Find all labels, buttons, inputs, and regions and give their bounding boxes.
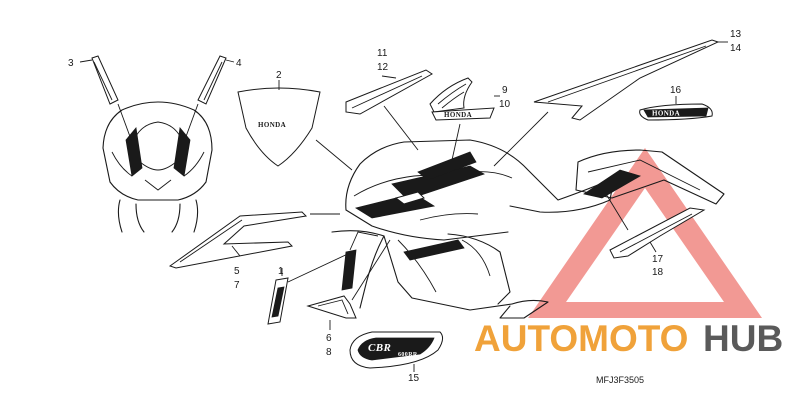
callout-13: 13	[730, 29, 742, 40]
callout-1: 1	[278, 266, 284, 277]
decal-16-brand: HONDA	[652, 110, 680, 118]
watermark-text: AUTOMOTO HUB	[474, 318, 783, 359]
callout-8: 8	[326, 347, 332, 358]
callout-10: 10	[499, 99, 511, 110]
main-fairing	[331, 139, 615, 319]
callout-4: 4	[236, 58, 242, 69]
callout-15: 15	[408, 373, 420, 384]
callout-12: 12	[377, 62, 389, 73]
callout-3: 3	[68, 58, 74, 69]
callout-16: 16	[670, 85, 682, 96]
callout-11: 11	[377, 48, 388, 59]
front-cowl	[102, 101, 213, 233]
callout-14: 14	[730, 43, 742, 54]
decal-6-8	[306, 239, 391, 330]
watermark-triangle	[528, 148, 762, 318]
callout-5: 5	[234, 266, 240, 277]
decal-2-brand: HONDA	[258, 121, 286, 129]
callout-9: 9	[502, 85, 508, 96]
callout-18: 18	[652, 267, 664, 278]
callout-6: 6	[326, 333, 332, 344]
decal-2-windscreen: HONDA	[237, 80, 353, 171]
watermark-part1: AUTOMOTO	[474, 318, 688, 359]
decal-9-10: HONDA	[429, 77, 500, 161]
decal-15: CBR 600RR	[349, 331, 444, 372]
decal-1	[267, 251, 353, 325]
callout-17: 17	[652, 254, 664, 265]
watermark-part2: HUB	[703, 318, 783, 359]
decal-5-7	[168, 211, 340, 269]
diagram-code: MFJ3F3505	[596, 375, 644, 385]
decal-3	[79, 55, 133, 143]
decal-16: HONDA	[639, 96, 713, 121]
callouts: 3 4 2 11 12 9 10 13 14 16 17 18 5 7 1 6 …	[68, 29, 742, 384]
decal-4	[183, 55, 235, 143]
decal-13-14	[493, 39, 728, 167]
callout-2: 2	[276, 70, 282, 81]
callout-7: 7	[234, 280, 240, 291]
decal-15-sub: 600RR	[398, 352, 418, 358]
decal-15-cbr: CBR	[368, 342, 391, 354]
decal-11-12	[345, 69, 433, 151]
decal-9-10-brand: HONDA	[444, 111, 472, 119]
tail-section	[575, 149, 725, 259]
